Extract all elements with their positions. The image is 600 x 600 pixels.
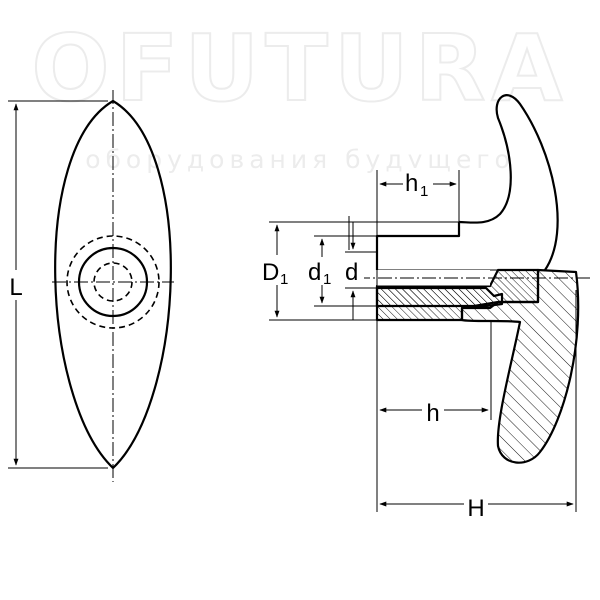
watermark: OFUTURA оборудования будущего xyxy=(30,14,568,174)
watermark-tagline: оборудования будущего xyxy=(85,145,515,174)
label-length: L xyxy=(9,274,22,301)
label-inner-diameter-sub: 1 xyxy=(323,271,331,288)
label-total-height: H xyxy=(467,495,484,522)
insert-bushing xyxy=(375,286,504,308)
label-insert-depth: h xyxy=(426,400,439,427)
label-hub-height-sub: 1 xyxy=(420,183,428,200)
top-view: L xyxy=(6,90,174,482)
label-outer-diameter-sub: 1 xyxy=(280,271,288,288)
label-outer-diameter: D xyxy=(262,259,279,286)
side-view: D 1 d 1 d h 1 h H xyxy=(262,94,592,522)
label-hub-height: h xyxy=(405,170,418,197)
watermark-brand: OFUTURA xyxy=(31,15,568,122)
label-inner-diameter: d xyxy=(308,259,321,286)
label-bore-diameter: d xyxy=(345,259,358,286)
handle-upper-arm xyxy=(458,94,559,271)
handle-lower-arm xyxy=(460,268,580,464)
hub-body-upper xyxy=(375,222,461,270)
